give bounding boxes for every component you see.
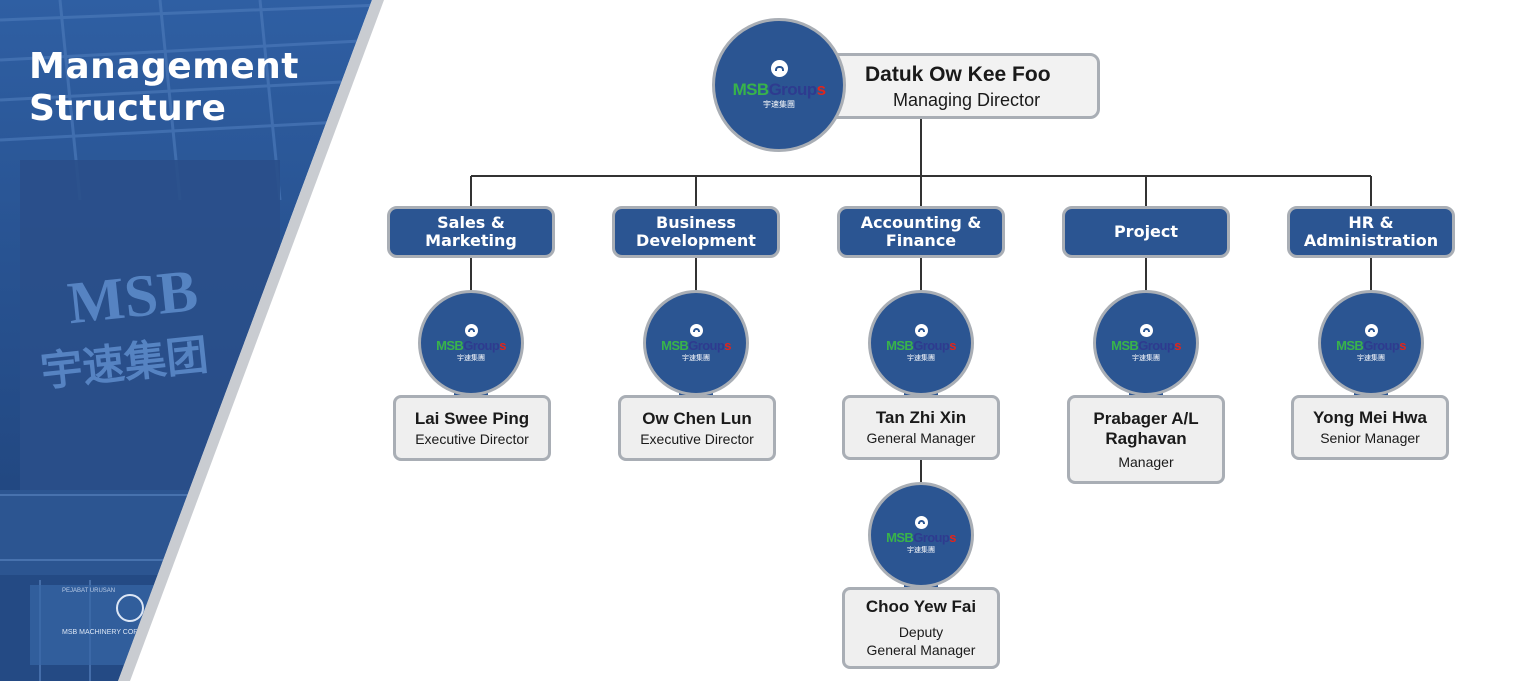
person-title: General Manager <box>866 430 976 446</box>
person-name: Tan Zhi Xin <box>875 408 967 427</box>
person-name-line2: Raghavan <box>1105 428 1187 448</box>
msb-logo-icon <box>1139 323 1153 337</box>
person-card-yong-mei-hwa: Yong Mei Hwa Senior Manager <box>1291 395 1449 460</box>
person-logo: MSBGroups 宇速集團 <box>868 290 974 396</box>
dept-label-line2: Finance <box>885 231 957 250</box>
msb-logo-icon <box>689 323 703 337</box>
msb-chinese-name: 宇速集團 <box>907 546 935 554</box>
msb-chinese-name: 宇速集團 <box>1357 354 1385 362</box>
dept-label-line1: Business <box>656 213 736 232</box>
person-title: Senior Manager <box>1320 430 1420 446</box>
msb-chinese-name: 宇速集團 <box>457 354 485 362</box>
managing-director-card: Datuk Ow Kee Foo Managing Director <box>822 53 1100 119</box>
person-name-line1: Prabager A/L <box>1093 408 1199 428</box>
msb-wordmark: MSBGroups <box>886 337 956 353</box>
diagonal-divider <box>118 0 384 681</box>
sign-latin-text: MSB <box>65 257 201 336</box>
header-photo-panel: MSB 宇速集团 PEJABAT URUSAN MSB MACHINERY CO… <box>0 0 400 681</box>
msb-wordmark: MSBGroups <box>661 337 731 353</box>
msb-logo-icon <box>770 60 788 77</box>
person-name: Yong Mei Hwa <box>1313 408 1427 427</box>
page-title-line2: Structure <box>29 88 227 129</box>
person-name: Ow Chen Lun <box>642 408 752 428</box>
dept-label-line1: Project <box>1113 222 1179 241</box>
dept-label-line2: Administration <box>1303 231 1439 250</box>
msb-wordmark: MSBGroups <box>436 337 506 353</box>
person-title: Executive Director <box>415 430 529 447</box>
person-logo: MSBGroups 宇速集團 <box>1318 290 1424 396</box>
msb-logo-icon <box>1364 323 1378 337</box>
person-card-prabager: Prabager A/L Raghavan Manager <box>1067 395 1225 484</box>
managing-director-logo: MSBGroups 宇速集團 <box>712 18 846 152</box>
dept-label-line2: Marketing <box>425 231 517 250</box>
dept-label-line1: Accounting & <box>860 213 982 232</box>
person-title-line2: General Manager <box>866 642 976 658</box>
msb-wordmark: MSBGroups <box>1111 337 1181 353</box>
dept-label-line1: Sales & <box>437 213 505 232</box>
managing-director-name: Datuk Ow Kee Foo <box>865 63 1051 86</box>
msb-chinese-name: 宇速集團 <box>1132 354 1160 362</box>
corp-label: MSB MACHINERY CORPORATION <box>62 629 174 636</box>
person-logo: MSBGroups 宇速集團 <box>643 290 749 396</box>
person-logo: MSBGroups 宇速集團 <box>418 290 524 396</box>
office-label: PEJABAT URUSAN <box>62 588 115 594</box>
dept-project: Project <box>1062 206 1230 258</box>
person-title: Manager <box>1118 453 1174 470</box>
person-title-line1: Deputy <box>898 624 944 640</box>
corp-logo-icon <box>116 594 144 622</box>
person-card-lai-swee-ping: Lai Swee Ping Executive Director <box>393 395 551 461</box>
msb-wordmark: MSBGroups <box>732 80 826 99</box>
person-logo: MSBGroups 宇速集團 <box>868 482 974 588</box>
msb-wordmark: MSBGroups <box>886 529 956 545</box>
dept-sales-marketing: Sales & Marketing <box>387 206 555 258</box>
person-logo: MSBGroups 宇速集團 <box>1093 290 1199 396</box>
managing-director-title: Managing Director <box>893 90 1041 110</box>
person-card-tan-zhi-xin: Tan Zhi Xin General Manager <box>842 395 1000 460</box>
msb-chinese-name: 宇速集團 <box>763 100 795 109</box>
msb-chinese-name: 宇速集團 <box>682 354 710 362</box>
dept-hr-administration: HR & Administration <box>1287 206 1455 258</box>
dept-label-line2: Development <box>636 231 756 250</box>
person-title: Executive Director <box>640 430 754 447</box>
person-name: Choo Yew Fai <box>865 597 977 616</box>
dept-label-line1: HR & <box>1348 213 1394 232</box>
msb-wordmark: MSBGroups <box>1336 337 1406 353</box>
dept-accounting-finance: Accounting & Finance <box>837 206 1005 258</box>
person-card-ow-chen-lun: Ow Chen Lun Executive Director <box>618 395 776 461</box>
dept-business-development: Business Development <box>612 206 780 258</box>
msb-logo-icon <box>914 515 928 529</box>
building-photo: MSB 宇速集团 PEJABAT URUSAN MSB MACHINERY CO… <box>0 0 384 681</box>
msb-chinese-name: 宇速集團 <box>907 354 935 362</box>
person-name: Lai Swee Ping <box>414 408 530 428</box>
person-card-choo-yew-fai: Choo Yew Fai Deputy General Manager <box>842 587 1000 669</box>
page-title: Management Structure <box>29 46 299 130</box>
page-title-line1: Management <box>29 46 299 87</box>
msb-logo-icon <box>914 323 928 337</box>
msb-logo-icon <box>464 323 478 337</box>
